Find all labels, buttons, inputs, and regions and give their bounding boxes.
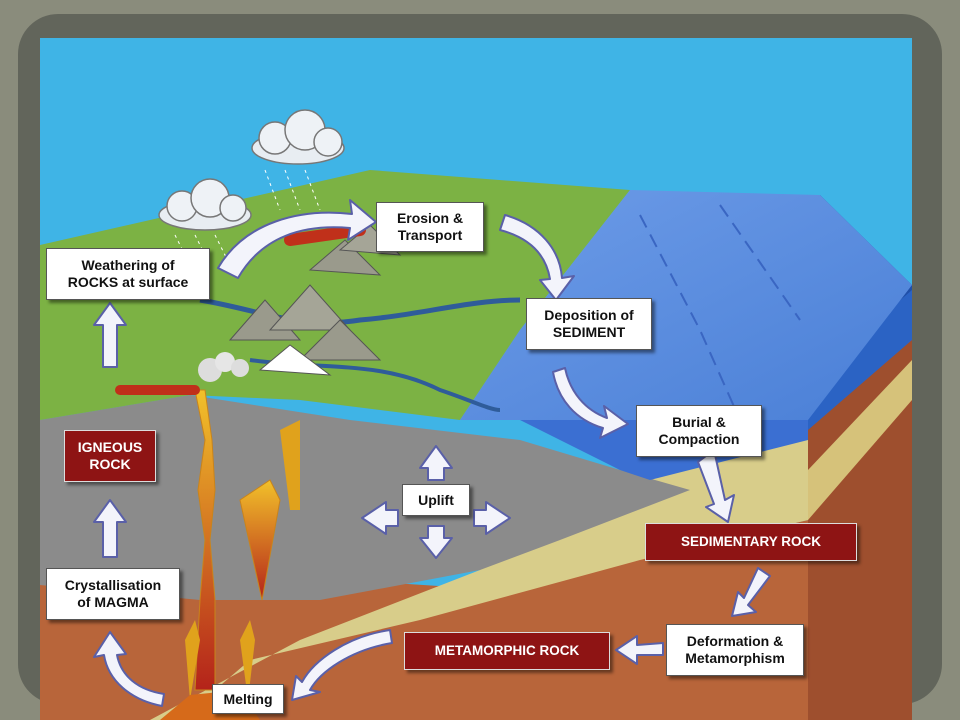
water-side [808, 290, 912, 430]
erosion-label: Erosion & Transport [376, 202, 484, 252]
arrow-uplift-left [361, 501, 399, 535]
igneous-rock-label: IGNEOUS ROCK [64, 430, 156, 482]
weathering-label: Weathering of ROCKS at surface [46, 248, 210, 300]
arrow-metamorphic-to-melting [291, 629, 393, 701]
deposition-label: Deposition of SEDIMENT [526, 298, 652, 350]
cloud-icon [158, 178, 252, 231]
mountains [228, 224, 402, 376]
melting-label: Melting [212, 684, 284, 714]
burial-label: Burial & Compaction [636, 405, 762, 457]
volcano-smoke [198, 352, 249, 382]
arrow-uplift-right [473, 501, 511, 535]
arrow-burial-to-sedimentary [697, 449, 735, 523]
uplift-label: Uplift [402, 484, 470, 516]
gray-rock [40, 395, 690, 600]
deformation-label: Deformation & Metamorphism [666, 624, 804, 676]
cloud-icon [251, 109, 345, 165]
metamorphic-rock-label: METAMORPHIC ROCK [404, 632, 610, 670]
arrow-deposition-to-burial [552, 367, 629, 439]
arrow-deformation-to-metamorphic [615, 635, 664, 665]
arrow-uplift-down [419, 525, 453, 559]
sedimentary-rock-label: SEDIMENTARY ROCK [645, 523, 857, 561]
cycle-arrows [93, 199, 771, 707]
arrow-uplift-up [419, 445, 453, 481]
sand-side [808, 360, 912, 520]
crystallisation-label: Crystallisation of MAGMA [46, 568, 180, 620]
arrow-crystallisation-to-igneous [93, 499, 127, 558]
arrow-to-weathering [93, 302, 127, 368]
arrow-melting-to-crystallisation [93, 631, 165, 707]
arrow-sedimentary-to-deformation [731, 567, 771, 617]
soil-layer [40, 520, 808, 720]
